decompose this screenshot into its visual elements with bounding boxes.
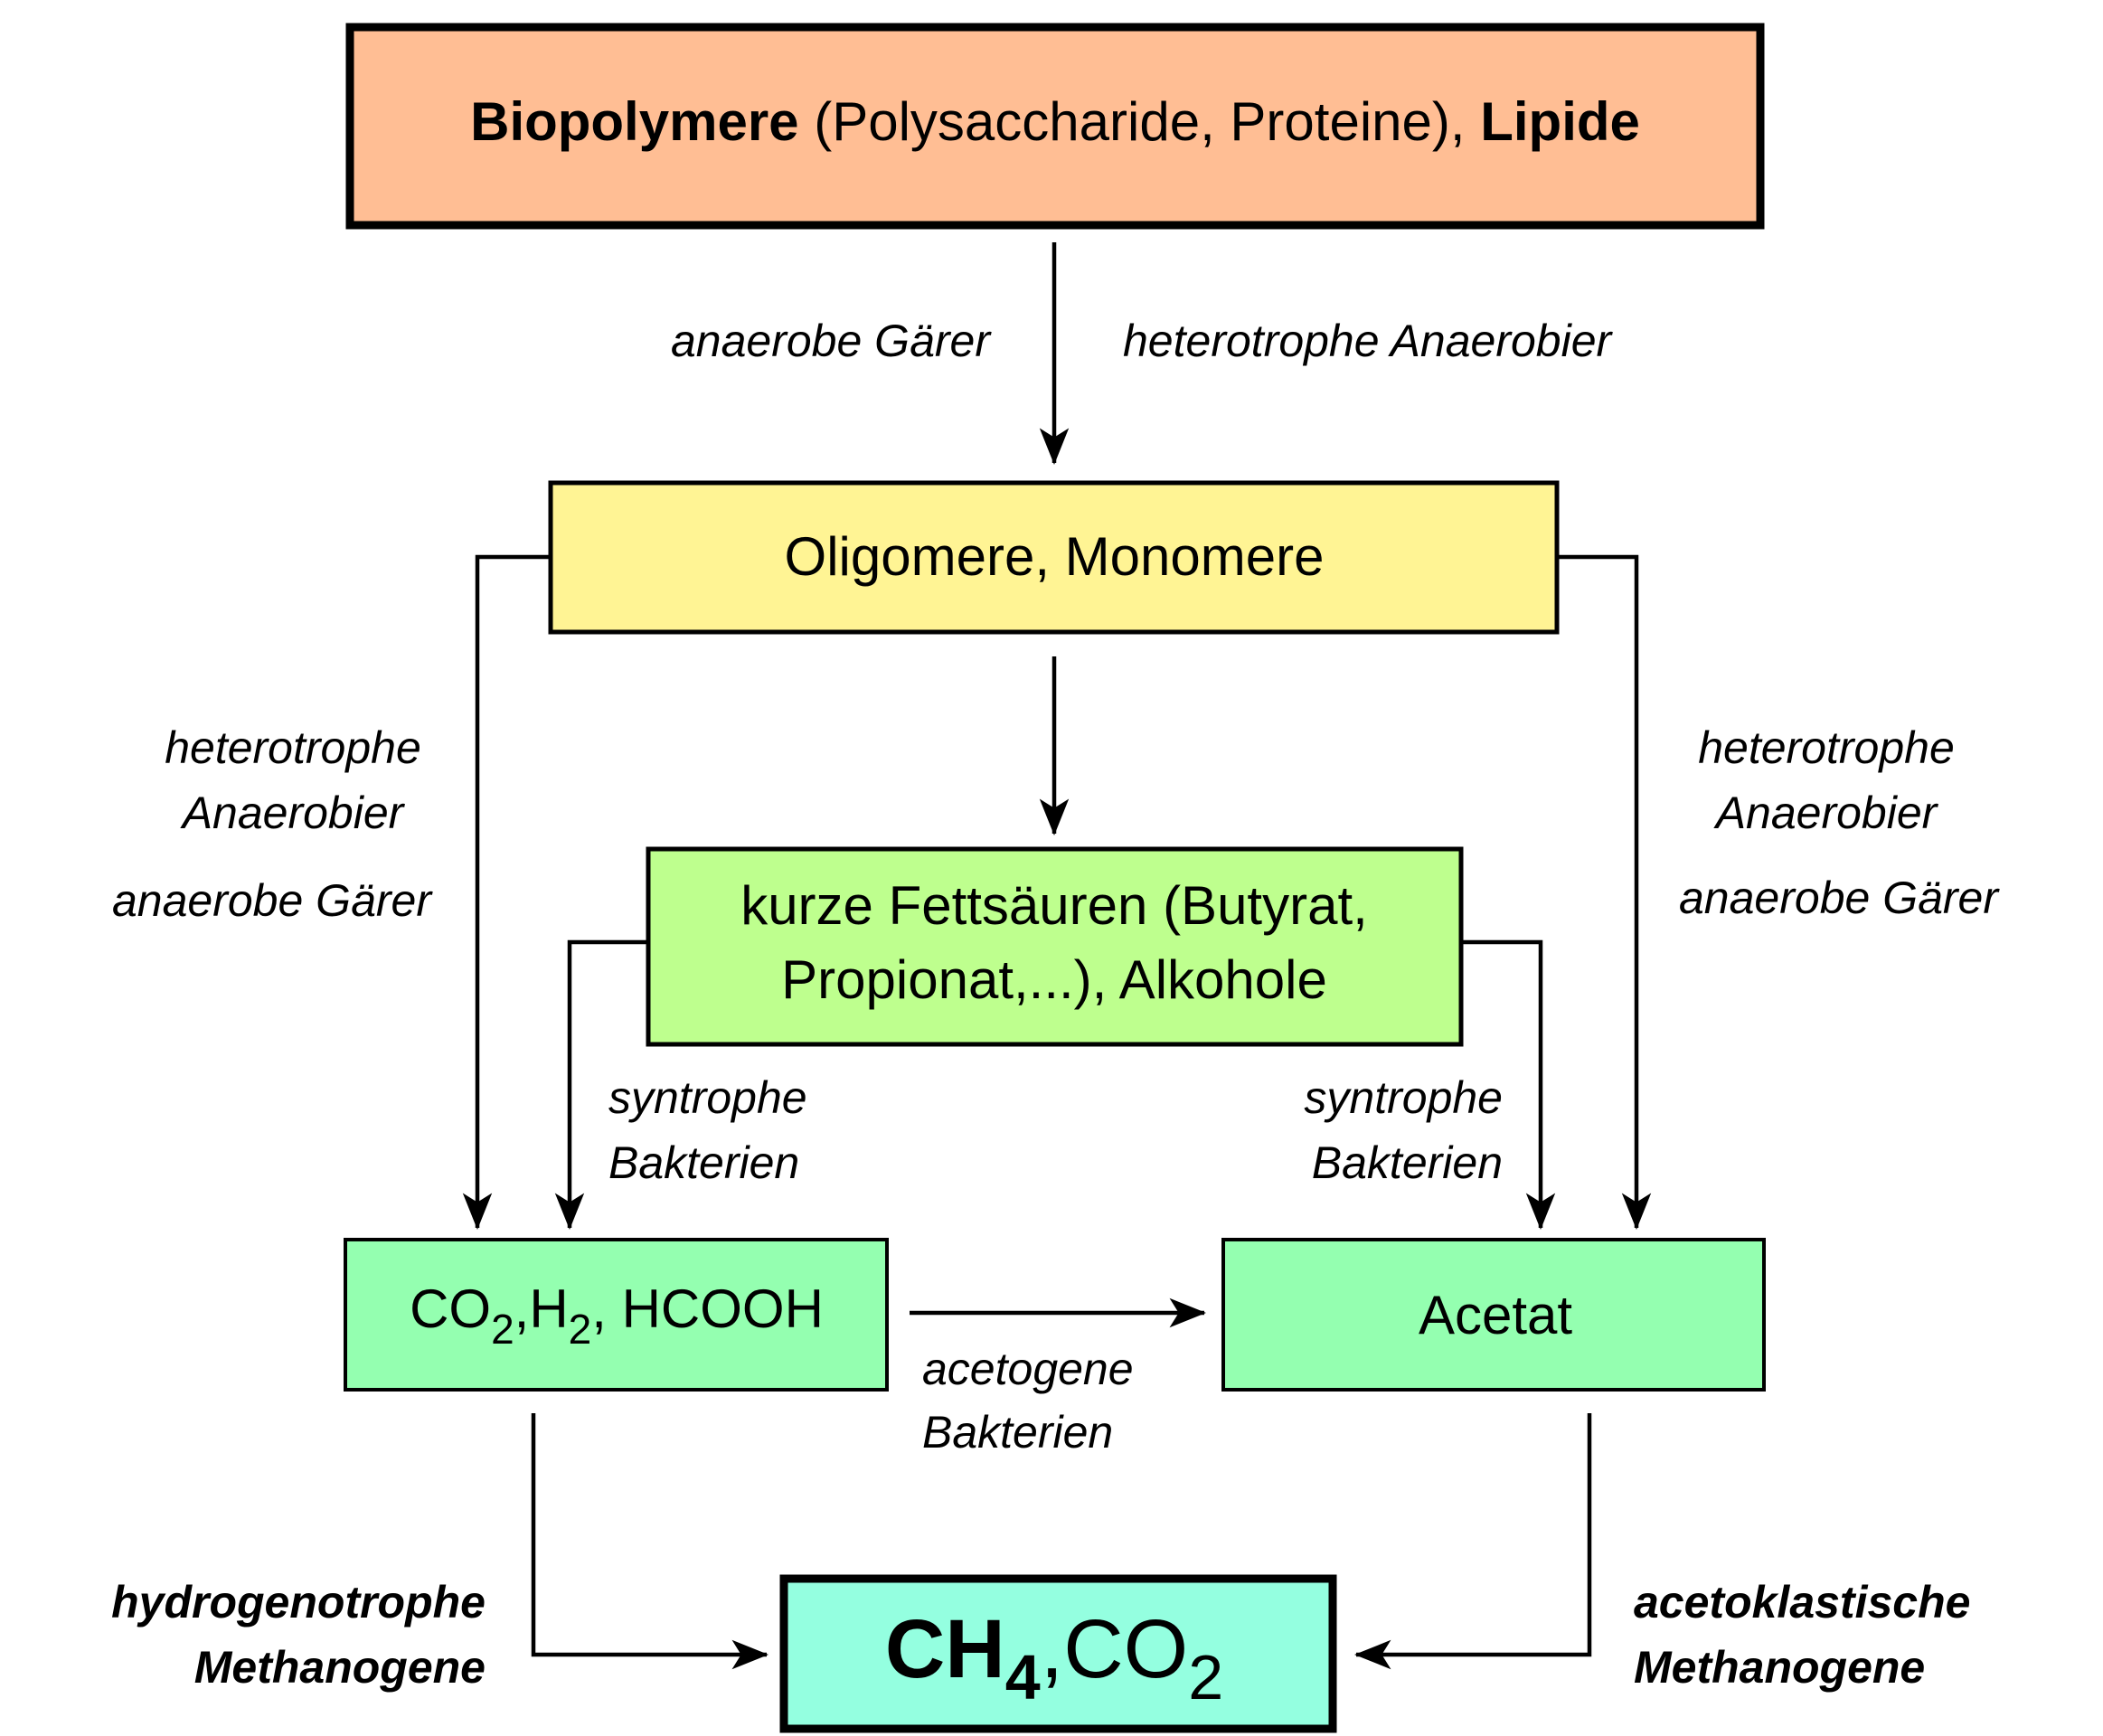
methane-text: CH4,CO2 [885, 1603, 1223, 1712]
label-acetokl-1: acetoklastische [1634, 1577, 1970, 1628]
label-top-right: heterotrophe Anaerobier [1123, 316, 1614, 366]
co2-h2-text: CO2,H2, HCOOH [410, 1278, 824, 1353]
biopolymere-bold: Biopolymere [470, 91, 798, 152]
label-right-2: Anaerobier [1713, 788, 1939, 838]
biopolymere-text: Biopolymere (Polysaccharide, Proteine), … [470, 91, 1640, 152]
subscript: 2 [569, 1306, 592, 1353]
arrow-fetts-to-acetat [1461, 939, 1556, 1231]
oligomere-text: Oligomere, Monomere [785, 526, 1325, 587]
hcooh-text: , HCOOH [591, 1278, 824, 1339]
label-aceto-2: Bakterien [922, 1407, 1113, 1458]
label-left-2: Anaerobier [180, 788, 406, 838]
h-text: ,H [514, 1278, 569, 1339]
label-top-left: anaerobe Gärer [671, 316, 992, 366]
label-hydro-1: hydrogenotrophe [111, 1577, 486, 1628]
label-hydro-2: Methanogene [194, 1642, 486, 1693]
arrow-oligo-to-co2 [462, 554, 551, 1231]
co-text: CO [410, 1278, 491, 1339]
label-left-1: heterotrophe [165, 722, 421, 773]
lipide-bold: Lipide [1480, 91, 1640, 152]
label-acetokl-2: Methanogene [1634, 1642, 1925, 1693]
label-syn-right-2: Bakterien [1312, 1137, 1503, 1188]
label-syn-left-2: Bakterien [608, 1137, 799, 1188]
label-syn-left-1: syntrophe [608, 1072, 807, 1123]
box-methane [779, 1574, 1337, 1733]
subscript: 2 [1188, 1642, 1223, 1712]
box-oligomere [548, 480, 1560, 635]
arrow-co2-to-methane [531, 1413, 769, 1670]
label-right-1: heterotrophe [1698, 722, 1955, 773]
arrow-acetat-to-methane [1353, 1413, 1592, 1670]
label-aceto-1: acetogene [922, 1344, 1134, 1394]
arrow-oligo-to-acetat [1557, 554, 1652, 1231]
ch-text: CH [885, 1603, 1005, 1695]
arrow-fetts-to-co2 [554, 939, 648, 1231]
fettsaeuren-line1: kurze Fettsäuren (Butyrat, [740, 875, 1368, 936]
biopolymere-detail: (Polysaccharide, Proteine), [799, 91, 1481, 152]
co-text: ,CO [1041, 1603, 1189, 1695]
label-left-3: anaerobe Gärer [112, 875, 433, 926]
label-right-3: anaerobe Gärer [1679, 873, 2000, 923]
box-co2-h2 [344, 1238, 889, 1392]
acetat-text: Acetat [1419, 1285, 1572, 1345]
subscript: 4 [1005, 1642, 1041, 1712]
box-acetat [1221, 1238, 1766, 1392]
box-biopolymere [345, 23, 1765, 230]
fettsaeuren-line2: Propionat,...), Alkohole [781, 949, 1327, 1010]
label-syn-right-1: syntrophe [1304, 1072, 1503, 1123]
box-fettsaeuren [646, 846, 1464, 1047]
subscript: 2 [491, 1306, 514, 1353]
